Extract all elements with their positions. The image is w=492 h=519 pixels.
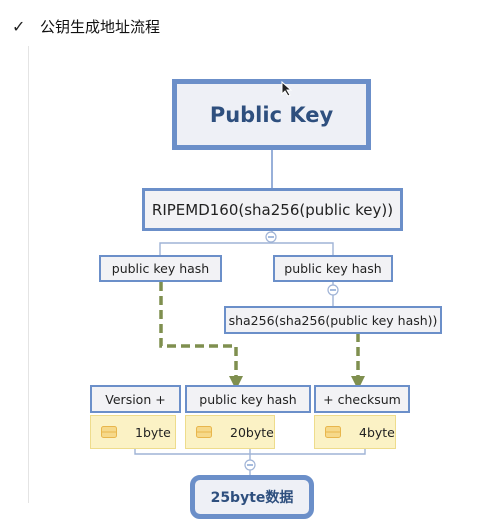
field-icon	[325, 426, 341, 438]
chip-label: 4byte	[359, 424, 395, 440]
chip-version-size: 1byte	[90, 415, 176, 449]
chip-checksum-size: 4byte	[314, 415, 396, 449]
node-25byte-data[interactable]: 25byte数据	[190, 475, 314, 519]
node-sha256-double[interactable]: sha256(sha256(public key hash))	[224, 306, 442, 334]
chip-label: 20byte	[230, 424, 274, 440]
node-ripemd160[interactable]: RIPEMD160(sha256(public key))	[142, 188, 403, 231]
node-public-key-hash-right[interactable]: public key hash	[273, 255, 393, 282]
dashed-arrow-hash	[159, 282, 243, 390]
node-public-key-hash-left[interactable]: public key hash	[99, 255, 222, 282]
checkmark-icon: ✓	[12, 16, 26, 36]
connector-split-branches	[159, 242, 334, 256]
field-icon	[101, 426, 117, 438]
node-version[interactable]: Version +	[90, 385, 181, 413]
field-icon	[196, 426, 212, 438]
node-public-key-hash-mid[interactable]: public key hash	[185, 385, 311, 413]
gutter-line	[28, 46, 29, 503]
chip-label: 1byte	[135, 424, 171, 440]
chip-hash-size: 20byte	[185, 415, 275, 449]
section-header: ✓ 公钥生成地址流程	[12, 14, 160, 38]
node-checksum[interactable]: + checksum	[314, 385, 410, 413]
node-public-key[interactable]: Public Key	[172, 79, 371, 150]
section-title: 公钥生成地址流程	[40, 17, 161, 36]
mouse-cursor-icon	[281, 81, 293, 97]
connector-layer	[134, 148, 366, 476]
